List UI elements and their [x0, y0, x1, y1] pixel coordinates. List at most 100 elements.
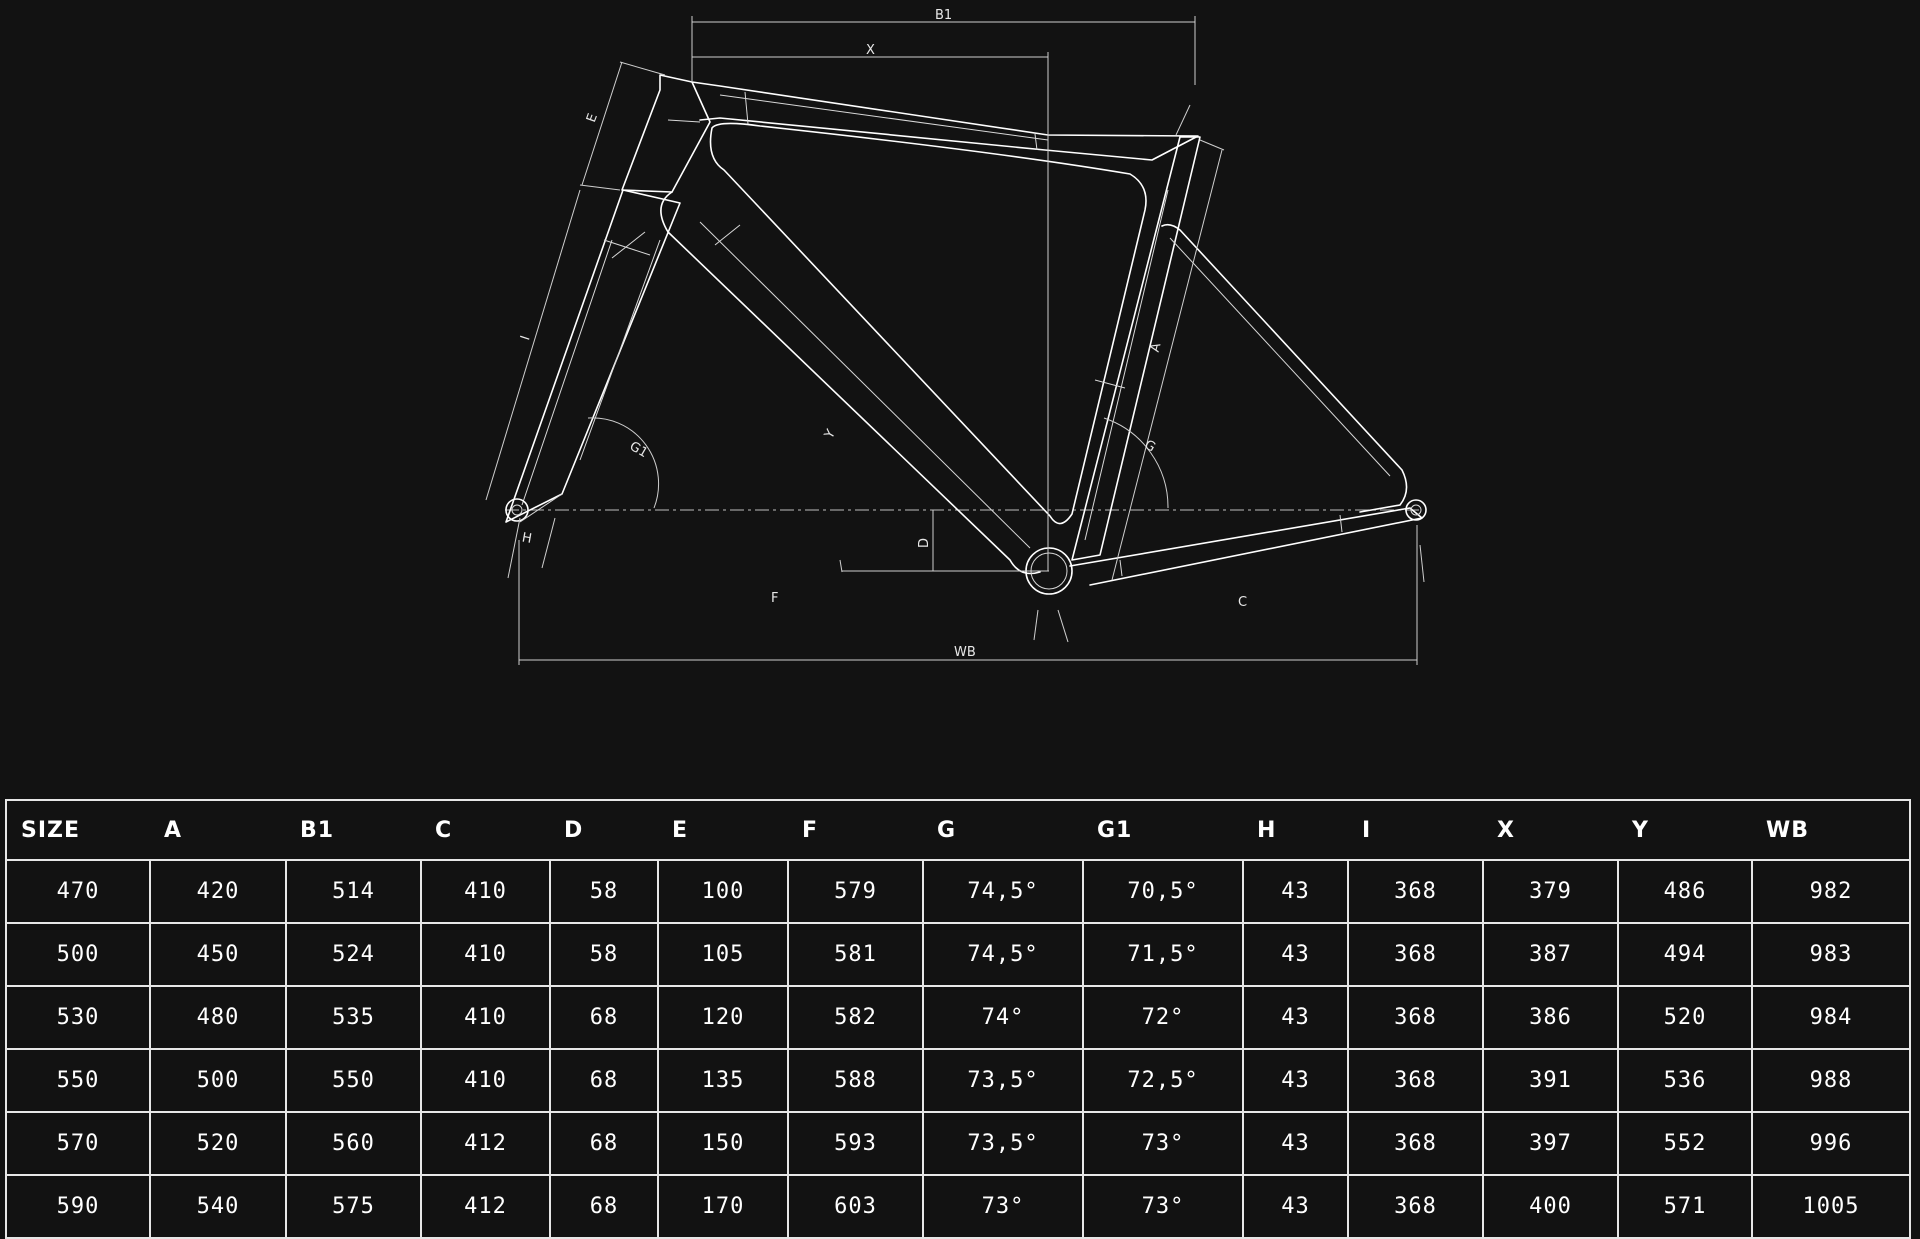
table-cell-i: 368: [1347, 1048, 1484, 1113]
table-cell-wb: 983: [1751, 922, 1911, 987]
column-header-a: A: [150, 800, 286, 861]
table-cell-size: 590: [5, 1174, 151, 1239]
table-cell-x: 391: [1482, 1048, 1619, 1113]
table-cell-c: 410: [420, 922, 551, 987]
column-header-b1: B1: [286, 800, 421, 861]
table-cell-wb: 996: [1751, 1111, 1911, 1176]
column-header-g1: G1: [1083, 800, 1243, 861]
table-cell-c: 410: [420, 985, 551, 1050]
table-cell-x: 379: [1482, 859, 1619, 924]
column-header-size: SIZE: [6, 800, 150, 861]
label-f: F: [771, 591, 778, 606]
label-a: A: [1148, 341, 1165, 353]
table-cell-x: 387: [1482, 922, 1619, 987]
table-cell-h: 43: [1242, 1174, 1349, 1239]
table-cell-f: 593: [787, 1111, 924, 1176]
table-cell-a: 450: [149, 922, 287, 987]
angle-g: G: [1103, 417, 1169, 509]
label-i: I: [518, 334, 533, 342]
table-cell-h: 43: [1242, 1048, 1349, 1113]
column-header-y: Y: [1618, 800, 1752, 861]
table-cell-g1: 73°: [1082, 1174, 1244, 1239]
table-cell-e: 105: [657, 922, 789, 987]
table-cell-g1: 73°: [1082, 1111, 1244, 1176]
table-cell-h: 43: [1242, 1111, 1349, 1176]
dimension-e: E: [579, 61, 666, 191]
table-cell-d: 68: [549, 985, 659, 1050]
table-cell-i: 368: [1347, 922, 1484, 987]
dimension-b1: B1: [691, 8, 1196, 85]
label-b1: B1: [935, 8, 952, 23]
table-cell-d: 68: [549, 1111, 659, 1176]
table-cell-a: 420: [149, 859, 287, 924]
fork: [505, 189, 681, 523]
table-cell-c: 410: [420, 859, 551, 924]
table-cell-y: 520: [1617, 985, 1753, 1050]
angle-g1: G1: [587, 417, 660, 509]
table-cell-c: 412: [420, 1174, 551, 1239]
seat-tube: [1071, 104, 1201, 561]
table-cell-x: 397: [1482, 1111, 1619, 1176]
dimension-y: Y: [821, 427, 838, 442]
table-cell-f: 588: [787, 1048, 924, 1113]
frame-drawing: B1 X E I G1 A G Y H D F: [485, 8, 1427, 665]
chain-stay: [1069, 499, 1427, 586]
column-header-x: X: [1483, 800, 1618, 861]
dimension-f: F: [771, 559, 843, 606]
table-cell-f: 603: [787, 1174, 924, 1239]
table-cell-g: 73,5°: [922, 1048, 1084, 1113]
table-cell-g: 74°: [922, 985, 1084, 1050]
column-header-d: D: [550, 800, 658, 861]
table-cell-size: 470: [5, 859, 151, 924]
table-cell-g1: 72°: [1082, 985, 1244, 1050]
table-cell-f: 579: [787, 859, 924, 924]
table-cell-wb: 982: [1751, 859, 1911, 924]
down-tube: [611, 191, 1041, 575]
table-cell-y: 552: [1617, 1111, 1753, 1176]
table-cell-g1: 71,5°: [1082, 922, 1244, 987]
table-cell-x: 386: [1482, 985, 1619, 1050]
table-cell-e: 100: [657, 859, 789, 924]
table-cell-e: 135: [657, 1048, 789, 1113]
label-h: H: [521, 530, 533, 546]
table-cell-f: 581: [787, 922, 924, 987]
top-tube: [691, 81, 1199, 161]
table-cell-a: 500: [149, 1048, 287, 1113]
table-cell-b1: 575: [285, 1174, 422, 1239]
dimension-wb: WB: [518, 525, 1418, 665]
label-wb: WB: [954, 645, 976, 660]
table-cell-b1: 550: [285, 1048, 422, 1113]
dimension-x: X: [692, 43, 1049, 571]
column-header-f: F: [788, 800, 923, 861]
dimension-c: C: [1033, 544, 1425, 643]
column-header-e: E: [658, 800, 788, 861]
dimension-h: H: [507, 517, 556, 579]
table-cell-e: 150: [657, 1111, 789, 1176]
table-cell-c: 410: [420, 1048, 551, 1113]
table-cell-c: 412: [420, 1111, 551, 1176]
table-cell-x: 400: [1482, 1174, 1619, 1239]
column-header-c: C: [421, 800, 550, 861]
table-cell-i: 368: [1347, 1111, 1484, 1176]
table-cell-b1: 514: [285, 859, 422, 924]
dimension-a: A: [1111, 139, 1225, 581]
main-triangle-inner: [709, 122, 1147, 525]
table-cell-y: 536: [1617, 1048, 1753, 1113]
table-cell-wb: 988: [1751, 1048, 1911, 1113]
head-tube: [621, 74, 711, 193]
table-cell-h: 43: [1242, 922, 1349, 987]
table-cell-g: 73°: [922, 1174, 1084, 1239]
table-cell-g1: 72,5°: [1082, 1048, 1244, 1113]
table-cell-g: 73,5°: [922, 1111, 1084, 1176]
table-cell-d: 68: [549, 1048, 659, 1113]
table-cell-y: 486: [1617, 859, 1753, 924]
table-cell-size: 530: [5, 985, 151, 1050]
